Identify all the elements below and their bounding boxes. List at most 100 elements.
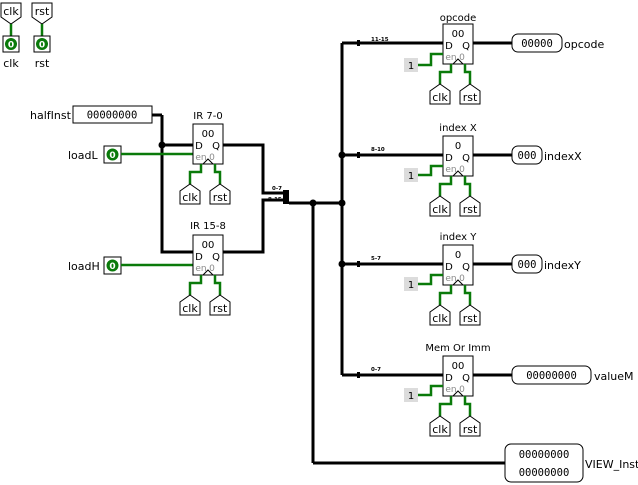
index-x-clk-tunnel-label: clk <box>432 203 448 216</box>
ir-high-clk-tunnel[interactable] <box>179 294 201 316</box>
clk-tunnel[interactable] <box>0 2 22 25</box>
index-y-rst-tunnel[interactable] <box>459 304 481 326</box>
register-opcode-d: D <box>445 41 453 52</box>
register-index-y-ctrl: 0 <box>459 274 465 284</box>
register-ir-high-title: IR 15-8 <box>190 221 226 232</box>
index-y-rst-tunnel-label: rst <box>463 312 478 325</box>
loadh-value: 0 <box>109 262 115 272</box>
opcode-enable-const: 1 <box>408 61 414 72</box>
index-y-enable-const: 1 <box>408 280 414 291</box>
loadl-value: 0 <box>109 151 115 161</box>
mem-or-imm-rst-tunnel-label: rst <box>463 423 478 436</box>
mem-or-imm-clk-wire <box>438 396 453 416</box>
rst-tunnel-label: rst <box>35 5 50 18</box>
mem-or-imm-rst-wire <box>463 396 472 416</box>
indexx-output-value: 000 <box>518 150 537 162</box>
opcode-clk-wire <box>438 64 453 84</box>
output-view-inst: 00000000 00000000 VIEW_Inst <box>504 443 638 483</box>
register-ir-low-value: 00 <box>202 129 215 140</box>
clk-input-group: clk 0 clk <box>0 2 22 70</box>
register-opcode-title: opcode <box>440 13 477 24</box>
register-index-x-ctrl: 0 <box>459 165 465 175</box>
ir-to-splitter-wires: 0-7 8-15 <box>223 143 289 254</box>
opcode-rst-tunnel-label: rst <box>463 91 478 104</box>
loadh-label: loadH <box>68 260 100 273</box>
output-indexy: 000 indexY <box>511 254 581 274</box>
register-index-x-value: 0 <box>455 141 461 152</box>
index-y-clk-tunnel[interactable] <box>429 304 451 326</box>
opcode-rst-tunnel[interactable] <box>459 83 481 105</box>
rst-input-group: rst 0 rst <box>31 2 53 70</box>
register-index-x-en: en <box>445 165 456 175</box>
register-index-y-title: index Y <box>440 232 478 243</box>
splitter-low-label: 0-7 <box>272 186 282 192</box>
rst-tunnel[interactable] <box>31 2 53 25</box>
view-inst-output-pin <box>504 443 584 483</box>
index-x-bits-label: 8-10 <box>371 147 385 153</box>
instruction-bus <box>289 43 505 465</box>
ir-low-rst-tunnel[interactable] <box>209 183 231 205</box>
mem-or-imm-clk-tunnel[interactable] <box>429 415 451 437</box>
clk-pin-led <box>5 38 17 50</box>
bus-taps: 11-15 8-10 5-7 0-7 <box>342 37 443 378</box>
index-x-clk-wire <box>438 176 453 196</box>
ir-high-rst-tunnel-label: rst <box>213 302 228 315</box>
register-ir-low[interactable]: IR 7-0 00 D Q en 0 <box>192 111 224 165</box>
halfinst-value: 00000000 <box>87 110 138 122</box>
index-y-bits-label: 5-7 <box>371 256 381 262</box>
register-opcode-value: 00 <box>452 29 465 40</box>
register-index-x-d: D <box>445 153 453 164</box>
rst-pin-value: 0 <box>39 41 45 51</box>
register-output-wires <box>473 41 512 377</box>
register-opcode-en: en <box>445 53 456 63</box>
register-mem-or-imm-title: Mem Or Imm <box>425 343 490 354</box>
mem-or-imm-enable-const: 1 <box>408 391 414 402</box>
loadl-led <box>106 148 119 161</box>
view-inst-label: VIEW_Inst <box>585 458 638 471</box>
loadl-label: loadL <box>68 149 99 162</box>
register-index-y-en: en <box>445 274 456 284</box>
register-ir-high[interactable]: IR 15-8 00 D Q en 0 <box>190 221 226 276</box>
valuem-output-label: valueM <box>594 370 634 383</box>
mem-or-imm-rst-tunnel[interactable] <box>459 415 481 437</box>
opcode-bits-label: 11-15 <box>371 37 389 43</box>
register-opcode[interactable]: opcode 00 D Q en 0 <box>440 13 477 65</box>
opcode-clk-tunnel[interactable] <box>429 83 451 105</box>
register-index-x-q: Q <box>462 153 470 164</box>
opcode-output-pin <box>511 33 563 53</box>
register-ir-high-en: en <box>195 264 206 274</box>
mem-or-imm-clk-tunnel-label: clk <box>432 423 448 436</box>
index-x-clk-tunnel[interactable] <box>429 195 451 217</box>
valuem-output-pin <box>511 365 592 385</box>
halfinst-label: halfInst <box>30 109 72 122</box>
register-ir-high-ctrl: 0 <box>209 264 215 274</box>
register-opcode-q: Q <box>462 41 470 52</box>
ir-high-rst-tunnel[interactable] <box>209 294 231 316</box>
index-x-rst-tunnel[interactable] <box>459 195 481 217</box>
index-y-clk-wire <box>438 285 453 305</box>
register-ir-low-en: en <box>195 153 206 163</box>
register-index-y[interactable]: index Y 0 D Q en 0 <box>440 232 478 286</box>
indexx-output-label: indexX <box>544 150 582 163</box>
register-index-y-q: Q <box>462 262 470 273</box>
register-index-y-value: 0 <box>455 250 461 261</box>
index-y-clk-tunnel-label: clk <box>432 312 448 325</box>
mem-or-imm-bits-label: 0-7 <box>371 367 381 373</box>
register-opcode-ctrl: 0 <box>459 53 465 63</box>
output-opcode: 00000 opcode <box>511 33 604 53</box>
ir-low-rst-tunnel-label: rst <box>213 191 228 204</box>
ir-low-clk-tunnel-label: clk <box>182 191 198 204</box>
output-valuem: 00000000 valueM <box>511 365 634 385</box>
register-ir-low-q: Q <box>212 141 220 152</box>
index-x-rst-wire <box>463 176 472 196</box>
ir-low-clk-tunnel[interactable] <box>179 183 201 205</box>
ir-low-rst-wire <box>213 164 222 184</box>
register-index-x[interactable]: index X 0 D Q en 0 <box>439 123 477 177</box>
register-mem-or-imm[interactable]: Mem Or Imm 00 D Q en 0 <box>425 343 491 397</box>
register-mem-or-imm-en: en <box>445 385 456 395</box>
register-ir-high-d: D <box>195 252 203 263</box>
output-indexx: 000 indexX <box>511 145 582 165</box>
rst-pin-label: rst <box>35 57 50 70</box>
opcode-clk-tunnel-label: clk <box>432 91 448 104</box>
